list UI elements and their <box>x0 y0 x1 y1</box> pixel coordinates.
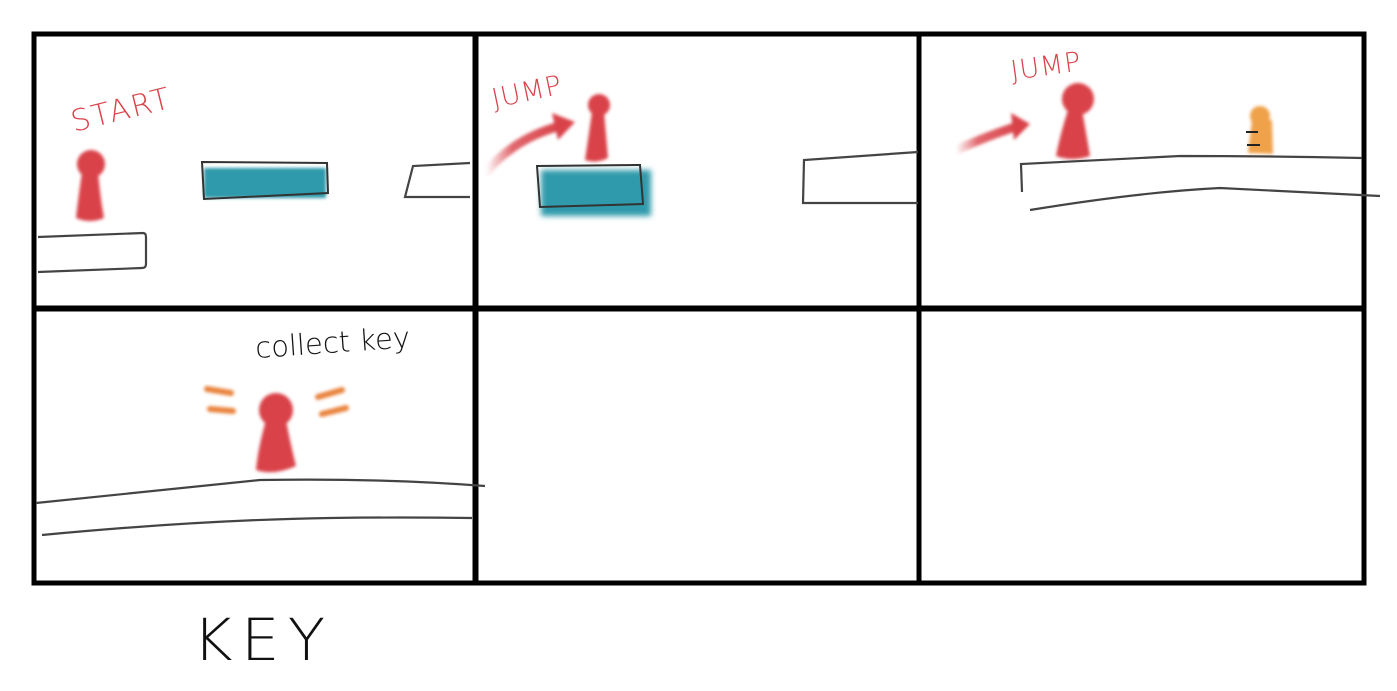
panel-1: START <box>37 81 471 274</box>
storyboard-grid <box>31 31 1367 586</box>
panel-3-frame <box>916 31 1367 311</box>
player-pawn-icon <box>1056 83 1094 159</box>
panel-4-annotation: collect key <box>254 320 411 365</box>
moving-platform <box>200 160 330 201</box>
panel-4: collect key <box>35 320 486 537</box>
jump-arrow-icon <box>951 113 1030 155</box>
player-pawn-icon <box>76 150 105 221</box>
player-pawn-icon <box>585 94 610 162</box>
start-platform <box>37 231 148 274</box>
jump-arrow-icon <box>481 113 575 177</box>
panel-2: JUMP <box>481 70 919 216</box>
panel-5-frame <box>473 306 922 586</box>
next-platform-edge <box>801 150 919 205</box>
player-pawn-icon <box>256 393 296 473</box>
legend-key-label: KEY <box>192 606 334 674</box>
panel-2-annotation: JUMP <box>489 70 565 115</box>
key-icon <box>1248 106 1273 154</box>
moving-platform <box>535 163 651 216</box>
panel-1-annotation: START <box>67 81 175 140</box>
long-platform <box>1019 154 1363 193</box>
panel-3: JUMP <box>951 46 1381 212</box>
ground-platform <box>35 478 486 505</box>
panel-6-frame <box>916 306 1367 586</box>
next-platform-edge <box>403 161 471 199</box>
panel-3-annotation: JUMP <box>1009 46 1084 87</box>
sparkle-icon <box>204 386 349 417</box>
